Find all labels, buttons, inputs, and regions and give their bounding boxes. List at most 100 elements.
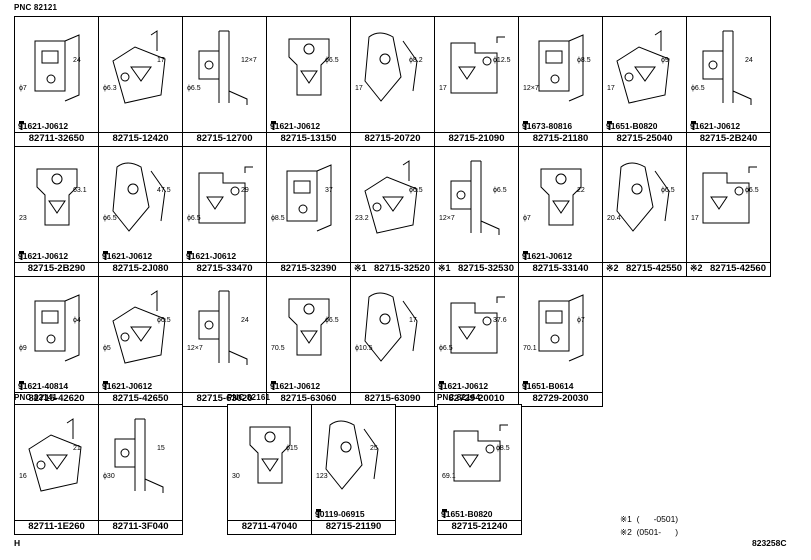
dimension-label: 23: [19, 215, 27, 222]
part-number[interactable]: 82711-47040: [241, 521, 298, 532]
part-number[interactable]: 82715-42620: [28, 393, 85, 404]
dimension-label: 17: [409, 317, 417, 324]
divider: [183, 132, 266, 133]
bolt-callout[interactable]: 91621-40814: [18, 381, 68, 391]
divider: [687, 132, 770, 133]
divider: [435, 132, 518, 133]
pnc-label: PNC 82121: [14, 3, 58, 12]
bolt-callout[interactable]: 91621-J0612: [102, 381, 152, 391]
part-number[interactable]: 82715-32520: [374, 263, 430, 274]
bolt-callout[interactable]: 91621-J0612: [18, 251, 68, 261]
bracket-drawing: [325, 420, 379, 490]
dimension-label: 24: [73, 57, 81, 64]
bolt-callout[interactable]: 91621-J0612: [270, 381, 320, 391]
bolt-callout[interactable]: 91651-B0820: [441, 509, 493, 519]
bolt-callout[interactable]: 91621-J0612: [186, 251, 236, 261]
bracket-drawing: [286, 164, 332, 232]
pnc-label: PNC 82161: [227, 393, 271, 402]
divider: [267, 132, 350, 133]
dimension-label: ϕ6.3: [103, 85, 117, 92]
part-number[interactable]: 82715-21090: [448, 133, 505, 144]
part-number[interactable]: 82715-2B240: [699, 133, 758, 144]
part-number[interactable]: 82729-20030: [532, 393, 589, 404]
bolt-callout[interactable]: 91621-J0612: [522, 251, 572, 261]
part-number[interactable]: 82715-33140: [532, 263, 589, 274]
divider: [435, 262, 518, 263]
divider: [519, 392, 602, 393]
dimension-label: 16: [19, 473, 27, 480]
bolt-callout[interactable]: 91621-J0612: [270, 121, 320, 131]
part-number[interactable]: 82715-2B290: [27, 263, 86, 274]
part-number[interactable]: 82715-21190: [325, 521, 382, 532]
bolt-callout[interactable]: 91651-B0820: [606, 121, 658, 131]
divider: [15, 132, 98, 133]
part-number[interactable]: 82715-42560: [710, 263, 766, 274]
part-number[interactable]: 82715-20720: [364, 133, 421, 144]
bolt-callout[interactable]: 90119-06915: [315, 509, 365, 519]
part-number[interactable]: 82729-20010: [448, 393, 505, 404]
dimension-label: ϕ5: [103, 345, 111, 352]
bolt-callout[interactable]: 91651-B0614: [522, 381, 574, 391]
bracket-drawing: [364, 160, 418, 234]
part-number[interactable]: 82715-63090: [364, 393, 421, 404]
part-number[interactable]: 82715-2J080: [112, 263, 169, 274]
bolt-callout[interactable]: 91621-J0612: [18, 121, 68, 131]
part-number[interactable]: 82715-12420: [112, 133, 169, 144]
part-number[interactable]: 82715-25040: [616, 133, 673, 144]
part-number[interactable]: 82715-42550: [626, 263, 682, 274]
part-number[interactable]: 82715-13150: [280, 133, 337, 144]
part-number[interactable]: 82715-63060: [280, 393, 337, 404]
bolt-callout[interactable]: 91621-J0612: [438, 381, 488, 391]
bolt-callout[interactable]: 91621-J0612: [102, 251, 152, 261]
part-number[interactable]: 82715-32390: [280, 263, 337, 274]
part-number[interactable]: 82715-21180: [532, 133, 589, 144]
part-number[interactable]: 82711-1E260: [28, 521, 85, 532]
part-number[interactable]: 82715-42650: [112, 393, 169, 404]
bracket-drawing: [112, 162, 166, 232]
bolt-callout[interactable]: 91621-J0612: [690, 121, 740, 131]
bolt-callout[interactable]: 91673-80816: [522, 121, 572, 131]
divider: [603, 132, 686, 133]
part-number[interactable]: 82711-3F040: [112, 521, 169, 532]
bracket-drawing: [114, 418, 164, 493]
part-number[interactable]: 82715-21240: [451, 521, 508, 532]
part-number[interactable]: 82711-32650: [28, 133, 85, 144]
part-number[interactable]: 82715-12700: [196, 133, 253, 144]
divider: [351, 132, 434, 133]
bolt-part-number: 90119-06915: [315, 509, 365, 519]
part-illustration: [616, 30, 670, 104]
part-number[interactable]: 82715-63020: [196, 393, 253, 404]
part-number[interactable]: 82715-33470: [196, 263, 253, 274]
part-number[interactable]: 82715-32530: [458, 263, 514, 274]
